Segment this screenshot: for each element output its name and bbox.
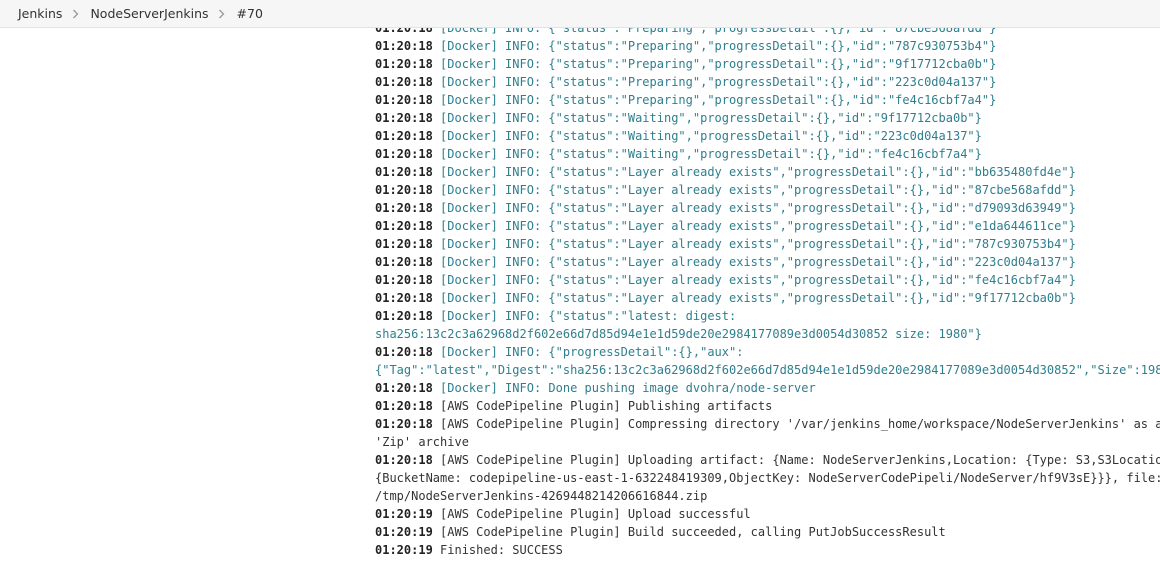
console-text: {"Tag":"latest","Digest":"sha256:13c2c3a… <box>375 363 1160 377</box>
console-text: 'Zip' archive <box>375 435 469 449</box>
console-text: [Docker] INFO: {"status":"Preparing","pr… <box>432 93 997 107</box>
console-timestamp: 01:20:18 <box>375 399 433 413</box>
console-timestamp: 01:20:18 <box>375 147 433 161</box>
console-line: {BucketName: codepipeline-us-east-1-6322… <box>375 469 1160 487</box>
console-line: 01:20:18 [Docker] INFO: {"status":"Layer… <box>375 163 1160 181</box>
console-text: [AWS CodePipeline Plugin] Compressing di… <box>432 417 1160 431</box>
console-line: /tmp/NodeServerJenkins-42694482142066168… <box>375 487 1160 505</box>
console-timestamp: 01:20:18 <box>375 273 433 287</box>
console-line: 01:20:18 [Docker] INFO: {"status":"Prepa… <box>375 55 1160 73</box>
console-timestamp: 01:20:18 <box>375 345 433 359</box>
console-text: [Docker] INFO: {"status":"Layer already … <box>432 237 1076 251</box>
console-timestamp: 01:20:18 <box>375 381 433 395</box>
console-line: sha256:13c2c3a62968d2f602e66d7d85d94e1e1… <box>375 325 1160 343</box>
console-line: 01:20:18 [Docker] INFO: {"status":"Layer… <box>375 271 1160 289</box>
console-text: [Docker] INFO: {"status":"Layer already … <box>432 255 1076 269</box>
console-text: [AWS CodePipeline Plugin] Uploading arti… <box>432 453 1160 467</box>
console-text: /tmp/NodeServerJenkins-42694482142066168… <box>375 489 708 503</box>
console-timestamp: 01:20:18 <box>375 237 433 251</box>
console-timestamp: 01:20:18 <box>375 129 433 143</box>
console-line: {"Tag":"latest","Digest":"sha256:13c2c3a… <box>375 361 1160 379</box>
console-timestamp: 01:20:19 <box>375 507 433 521</box>
console-text: [Docker] INFO: {"status":"Layer already … <box>432 165 1076 179</box>
console-text: [Docker] INFO: {"status":"Preparing","pr… <box>432 57 997 71</box>
console-timestamp: 01:20:18 <box>375 453 433 467</box>
console-timestamp: 01:20:18 <box>375 75 433 89</box>
console-timestamp: 01:20:18 <box>375 183 433 197</box>
console-timestamp: 01:20:18 <box>375 255 433 269</box>
console-line: 01:20:18 [Docker] INFO: {"status":"Waiti… <box>375 109 1160 127</box>
console-line: 01:20:18 [Docker] INFO: {"status":"Layer… <box>375 199 1160 217</box>
console-line: 01:20:18 [AWS CodePipeline Plugin] Uploa… <box>375 451 1160 469</box>
console-timestamp: 01:20:18 <box>375 39 433 53</box>
console-timestamp: 01:20:18 <box>375 219 433 233</box>
console-text: [AWS CodePipeline Plugin] Build succeede… <box>432 525 946 539</box>
console-text: [Docker] INFO: {"status":"latest: digest… <box>432 309 737 323</box>
console-text: sha256:13c2c3a62968d2f602e66d7d85d94e1e1… <box>375 327 982 341</box>
console-timestamp: 01:20:18 <box>375 93 433 107</box>
console-text: [Docker] INFO: {"status":"Layer already … <box>432 201 1076 215</box>
console-line: 01:20:18 [Docker] INFO: Done pushing ima… <box>375 379 1160 397</box>
console-text: [Docker] INFO: {"status":"Layer already … <box>432 273 1076 287</box>
console-text: Finished: SUCCESS <box>432 543 563 557</box>
console-line: 01:20:18 [Docker] INFO: {"status":"Layer… <box>375 217 1160 235</box>
console-timestamp: 01:20:18 <box>375 165 433 179</box>
console-line: 01:20:18 [Docker] INFO: {"status":"Waiti… <box>375 127 1160 145</box>
console-text: [Docker] INFO: {"progressDetail":{},"aux… <box>432 345 744 359</box>
console-text: {BucketName: codepipeline-us-east-1-6322… <box>375 471 1160 485</box>
console-timestamp: 01:20:18 <box>375 57 433 71</box>
console-line: 01:20:19 [AWS CodePipeline Plugin] Build… <box>375 523 1160 541</box>
console-line: 01:20:18 [AWS CodePipeline Plugin] Publi… <box>375 397 1160 415</box>
chevron-right-icon <box>209 9 235 19</box>
console-timestamp: 01:20:18 <box>375 201 433 215</box>
console-text: [Docker] INFO: {"status":"Waiting","prog… <box>432 129 982 143</box>
console-text: [Docker] INFO: {"status":"Layer already … <box>432 183 1076 197</box>
console-line: 01:20:18 [Docker] INFO: {"status":"Layer… <box>375 181 1160 199</box>
console-line: 01:20:18 [Docker] INFO: {"status":"Prepa… <box>375 91 1160 109</box>
console-output: 01:20:18 [Docker] INFO: {"status":"Prepa… <box>375 19 1160 559</box>
chevron-right-icon <box>62 9 88 19</box>
console-line: 01:20:18 [Docker] INFO: {"progressDetail… <box>375 343 1160 361</box>
console-text: [AWS CodePipeline Plugin] Upload success… <box>432 507 751 521</box>
breadcrumb-job[interactable]: NodeServerJenkins <box>90 6 209 21</box>
console-timestamp: 01:20:19 <box>375 525 433 539</box>
console-line: 01:20:18 [Docker] INFO: {"status":"Waiti… <box>375 145 1160 163</box>
console-timestamp: 01:20:18 <box>375 417 433 431</box>
console-text: [Docker] INFO: {"status":"Waiting","prog… <box>432 111 982 125</box>
console-line: 01:20:18 [Docker] INFO: {"status":"Prepa… <box>375 37 1160 55</box>
console-text: [Docker] INFO: {"status":"Preparing","pr… <box>432 75 997 89</box>
console-text: [Docker] INFO: {"status":"Waiting","prog… <box>432 147 982 161</box>
console-line: 01:20:19 [AWS CodePipeline Plugin] Uploa… <box>375 505 1160 523</box>
console-text: [Docker] INFO: {"status":"Preparing","pr… <box>432 39 997 53</box>
console-timestamp: 01:20:18 <box>375 309 433 323</box>
console-line: 01:20:18 [Docker] INFO: {"status":"Layer… <box>375 253 1160 271</box>
console-timestamp: 01:20:19 <box>375 543 433 557</box>
console-line: 01:20:18 [Docker] INFO: {"status":"Prepa… <box>375 73 1160 91</box>
console-timestamp: 01:20:18 <box>375 111 433 125</box>
breadcrumb-build[interactable]: #70 <box>236 6 263 21</box>
console-text: [AWS CodePipeline Plugin] Publishing art… <box>432 399 773 413</box>
console-line: 01:20:18 [Docker] INFO: {"status":"Layer… <box>375 235 1160 253</box>
console-line: 'Zip' archive <box>375 433 1160 451</box>
console-line: 01:20:18 [Docker] INFO: {"status":"lates… <box>375 307 1160 325</box>
console-text: [Docker] INFO: {"status":"Layer already … <box>432 291 1076 305</box>
breadcrumb-jenkins[interactable]: Jenkins <box>18 6 63 21</box>
console-line: 01:20:18 [AWS CodePipeline Plugin] Compr… <box>375 415 1160 433</box>
console-text: [Docker] INFO: {"status":"Layer already … <box>432 219 1076 233</box>
console-timestamp: 01:20:18 <box>375 291 433 305</box>
console-line: 01:20:18 [Docker] INFO: {"status":"Layer… <box>375 289 1160 307</box>
console-line: 01:20:19 Finished: SUCCESS <box>375 541 1160 559</box>
breadcrumb: Jenkins NodeServerJenkins #70 <box>0 0 1160 28</box>
console-text: [Docker] INFO: Done pushing image dvohra… <box>432 381 816 395</box>
